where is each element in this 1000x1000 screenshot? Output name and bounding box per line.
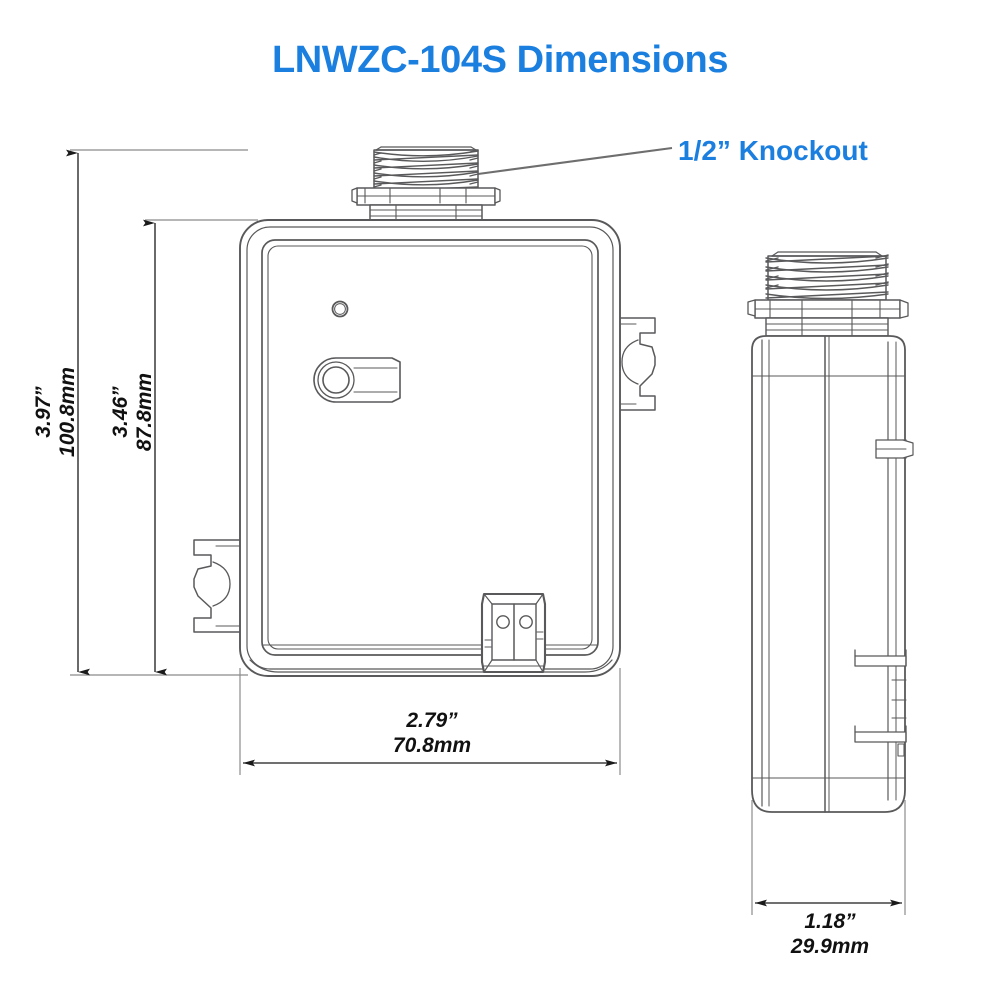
dim-body-height-inch: 3.46” <box>109 386 132 438</box>
dim-width-mm: 70.8mm <box>393 734 471 757</box>
side-edge-details <box>891 679 907 757</box>
front-bracket-tab-right <box>615 317 656 411</box>
front-view <box>193 146 656 677</box>
terminal-connector-block <box>480 592 547 674</box>
dim-label-body-height: 3.46” 87.8mm <box>109 373 156 451</box>
dim-depth-inch: 1.18” <box>804 910 856 933</box>
knockout-label: 1/2” Knockout <box>678 135 868 166</box>
dimension-annotations <box>66 149 906 915</box>
side-bracket-tab-lower <box>854 725 907 743</box>
dim-overall-height-inch: 3.97” <box>32 386 55 438</box>
keyhole-mounting-slot <box>313 357 401 403</box>
dim-body-height-mm: 87.8mm <box>133 373 156 451</box>
front-enclosure-body <box>239 219 621 677</box>
front-knockout-thread <box>351 146 501 222</box>
side-bracket-tab-upper <box>875 439 914 459</box>
dim-overall-height-mm: 100.8mm <box>56 367 79 457</box>
page-title: LNWZC-104S Dimensions <box>272 39 728 81</box>
dim-label-overall-height: 3.97” 100.8mm <box>32 367 79 457</box>
side-view <box>747 251 914 813</box>
front-bracket-tab-left <box>193 539 245 633</box>
side-knockout-thread <box>747 251 909 337</box>
knockout-leader-line <box>477 146 673 176</box>
dim-depth-mm: 29.9mm <box>790 935 869 958</box>
side-bracket-tab-mid <box>854 649 907 667</box>
knockout-callout: 1/2” Knockout <box>477 135 868 176</box>
dim-label-depth: 1.18” 29.9mm <box>790 910 869 958</box>
side-enclosure-body <box>751 335 906 813</box>
dim-label-width: 2.79” 70.8mm <box>393 709 471 757</box>
dim-width-inch: 2.79” <box>405 709 458 732</box>
led-indicator-hole <box>331 300 349 318</box>
